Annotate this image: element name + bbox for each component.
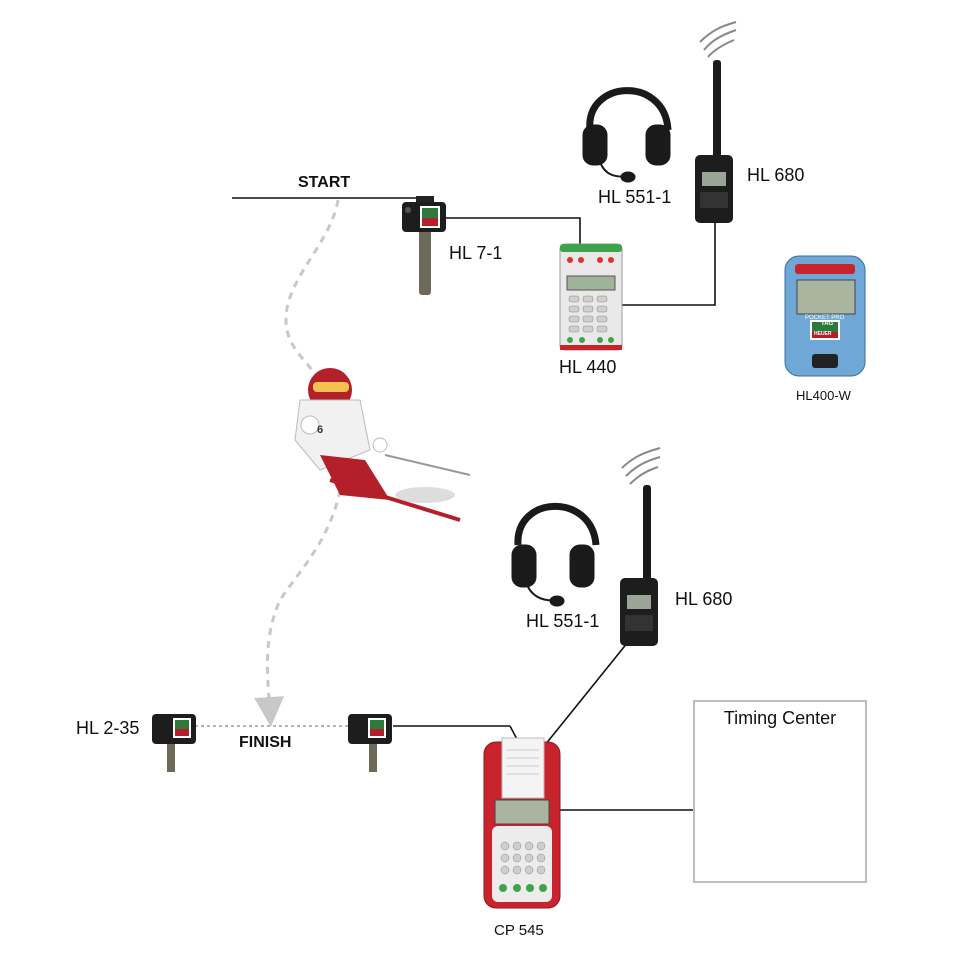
headset-bottom [511, 502, 600, 607]
hl440-device [559, 243, 623, 351]
stopwatch-brand-bottom: HEUER [814, 331, 832, 337]
connection-lines [232, 197, 716, 811]
hl680-top-label: HL 680 [747, 165, 805, 185]
hl440-label: HL 440 [559, 357, 617, 377]
hl7-1-photocell [402, 196, 446, 295]
timing-center-box: Timing Center [693, 700, 867, 883]
skier-bib-number: 6 [317, 424, 324, 436]
timing-center-title: Timing Center [723, 708, 837, 728]
hl680-radio-bottom [620, 447, 661, 646]
finish-label: FINISH [239, 734, 292, 751]
hl400w-label: HL400-W [796, 388, 851, 403]
skier-illustration [294, 368, 471, 522]
hl400w-stopwatch [784, 255, 866, 377]
hl7-1-label: HL 7-1 [449, 243, 503, 263]
cp545-printer-timer [483, 737, 561, 909]
start-label: START [298, 174, 351, 191]
hl2-35-label: HL 2-35 [76, 718, 140, 738]
cp545-label: CP 545 [494, 922, 544, 939]
hl680-bottom-label: HL 680 [675, 589, 733, 609]
hl7-to-hl440-cable [445, 217, 581, 245]
hl680-radio-top [695, 21, 737, 223]
stopwatch-model-text: POCKET PRO [805, 315, 845, 321]
cp545-to-hl680-cable [544, 641, 629, 746]
headset-top [582, 87, 672, 183]
hl551-1-bottom-label: HL 551-1 [526, 611, 600, 631]
finish-sensor-right [348, 714, 392, 772]
hl2-35-sensor-left [152, 714, 196, 772]
hl551-1-top-label: HL 551-1 [598, 187, 672, 207]
hl440-to-hl680-cable [620, 218, 716, 306]
stopwatch-brand-top: TAG [821, 321, 834, 327]
